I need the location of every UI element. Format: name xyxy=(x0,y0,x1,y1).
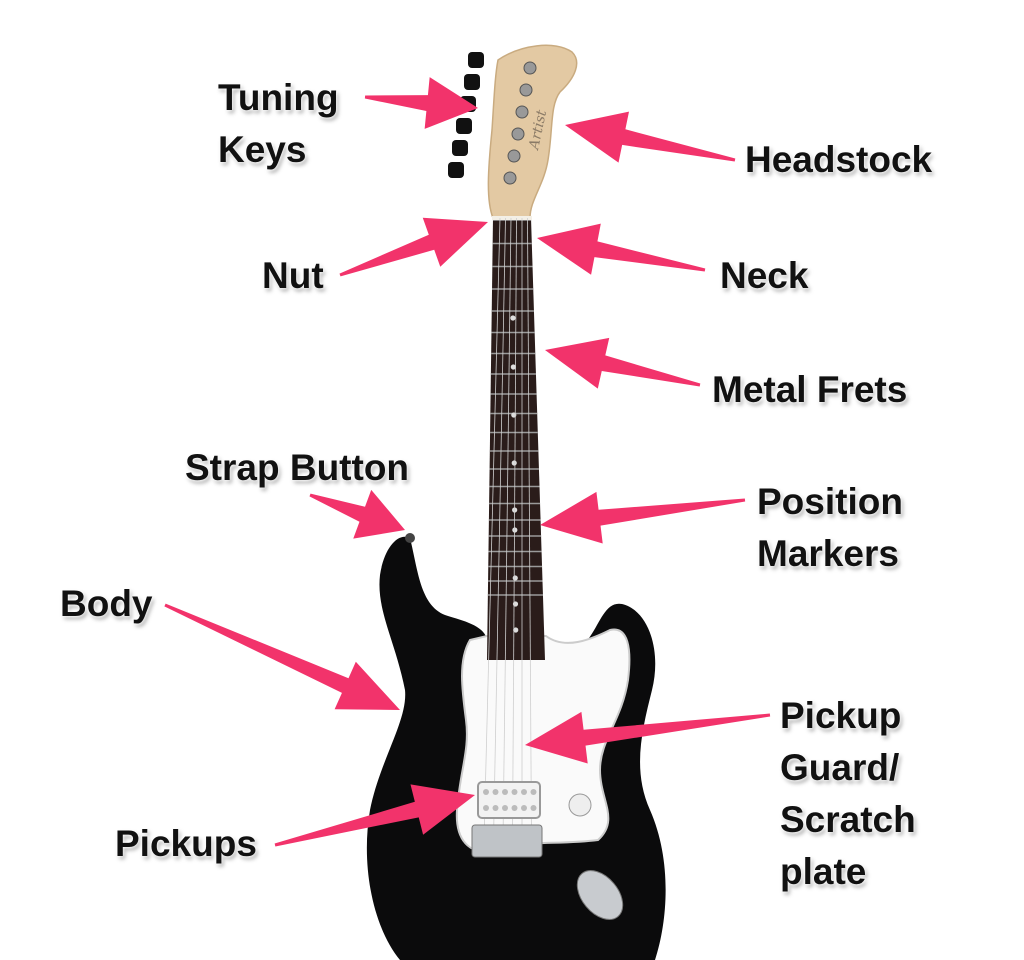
position-marker xyxy=(513,627,519,633)
tuning-keys-arrow xyxy=(364,77,478,129)
bridge xyxy=(471,824,543,858)
pole-piece xyxy=(530,789,537,795)
pole-piece xyxy=(483,805,489,811)
position-marker xyxy=(510,315,516,321)
pole-piece xyxy=(521,805,527,811)
pole-piece xyxy=(521,789,527,795)
position-marker xyxy=(510,364,516,370)
pickups-arrow xyxy=(274,784,475,847)
tuner-post xyxy=(515,105,529,119)
label-body: Body xyxy=(60,583,153,624)
string xyxy=(527,217,532,841)
tuning-key xyxy=(452,140,468,156)
pole-piece xyxy=(511,805,518,811)
tuning-keys xyxy=(448,52,537,185)
position-markers xyxy=(510,315,519,633)
metal-frets-arrow xyxy=(545,337,701,389)
label-neck: Neck xyxy=(720,255,809,296)
nut xyxy=(492,216,532,220)
position-marker xyxy=(512,575,518,581)
label-pickups: Pickups xyxy=(115,823,257,864)
tuner-post xyxy=(507,149,521,163)
pole-piece xyxy=(502,805,508,811)
label-tuning-keys: Tuning Keys xyxy=(218,77,339,170)
pole-piece xyxy=(492,805,499,811)
pole-piece xyxy=(483,789,489,795)
tuning-key xyxy=(464,74,480,90)
string xyxy=(483,217,501,841)
tuner-post xyxy=(511,127,525,141)
string xyxy=(512,217,517,841)
tuning-key xyxy=(448,162,464,178)
fretboard xyxy=(487,218,545,660)
tuning-key xyxy=(468,52,484,68)
pole-piece xyxy=(502,789,508,795)
strings xyxy=(483,217,532,841)
string xyxy=(502,217,512,841)
nut-arrow xyxy=(339,217,488,277)
headstock-arrow xyxy=(565,111,736,163)
pickup-guard-arrow xyxy=(525,711,771,764)
label-headstock: Headstock xyxy=(745,139,933,180)
tuner-post xyxy=(523,61,537,75)
pickup-pole-pieces xyxy=(483,789,537,811)
jack-plate xyxy=(576,870,624,920)
tuner-post xyxy=(503,171,517,185)
string xyxy=(493,217,506,841)
pole-piece xyxy=(511,789,518,795)
pole-piece xyxy=(530,805,537,811)
strap-button xyxy=(405,533,415,543)
label-metal-frets: Metal Frets xyxy=(712,369,908,410)
humbucker-pickup xyxy=(477,781,541,819)
volume-knob xyxy=(568,793,592,817)
label-pickup-guard: Pickup Guard/ Scratch plate xyxy=(780,695,916,892)
position-markers-arrow xyxy=(540,491,746,544)
strap-button-arrow xyxy=(309,489,405,539)
tuning-key xyxy=(456,118,472,134)
tuner-post xyxy=(519,83,533,97)
arrows xyxy=(164,77,771,847)
label-strap-button: Strap Button xyxy=(185,447,410,488)
position-marker xyxy=(511,460,517,466)
body-arrow xyxy=(164,603,400,710)
pole-piece xyxy=(492,789,499,795)
neck-arrow xyxy=(537,223,706,275)
label-nut: Nut xyxy=(262,255,324,296)
label-position-markers: Position Markers xyxy=(757,481,903,574)
